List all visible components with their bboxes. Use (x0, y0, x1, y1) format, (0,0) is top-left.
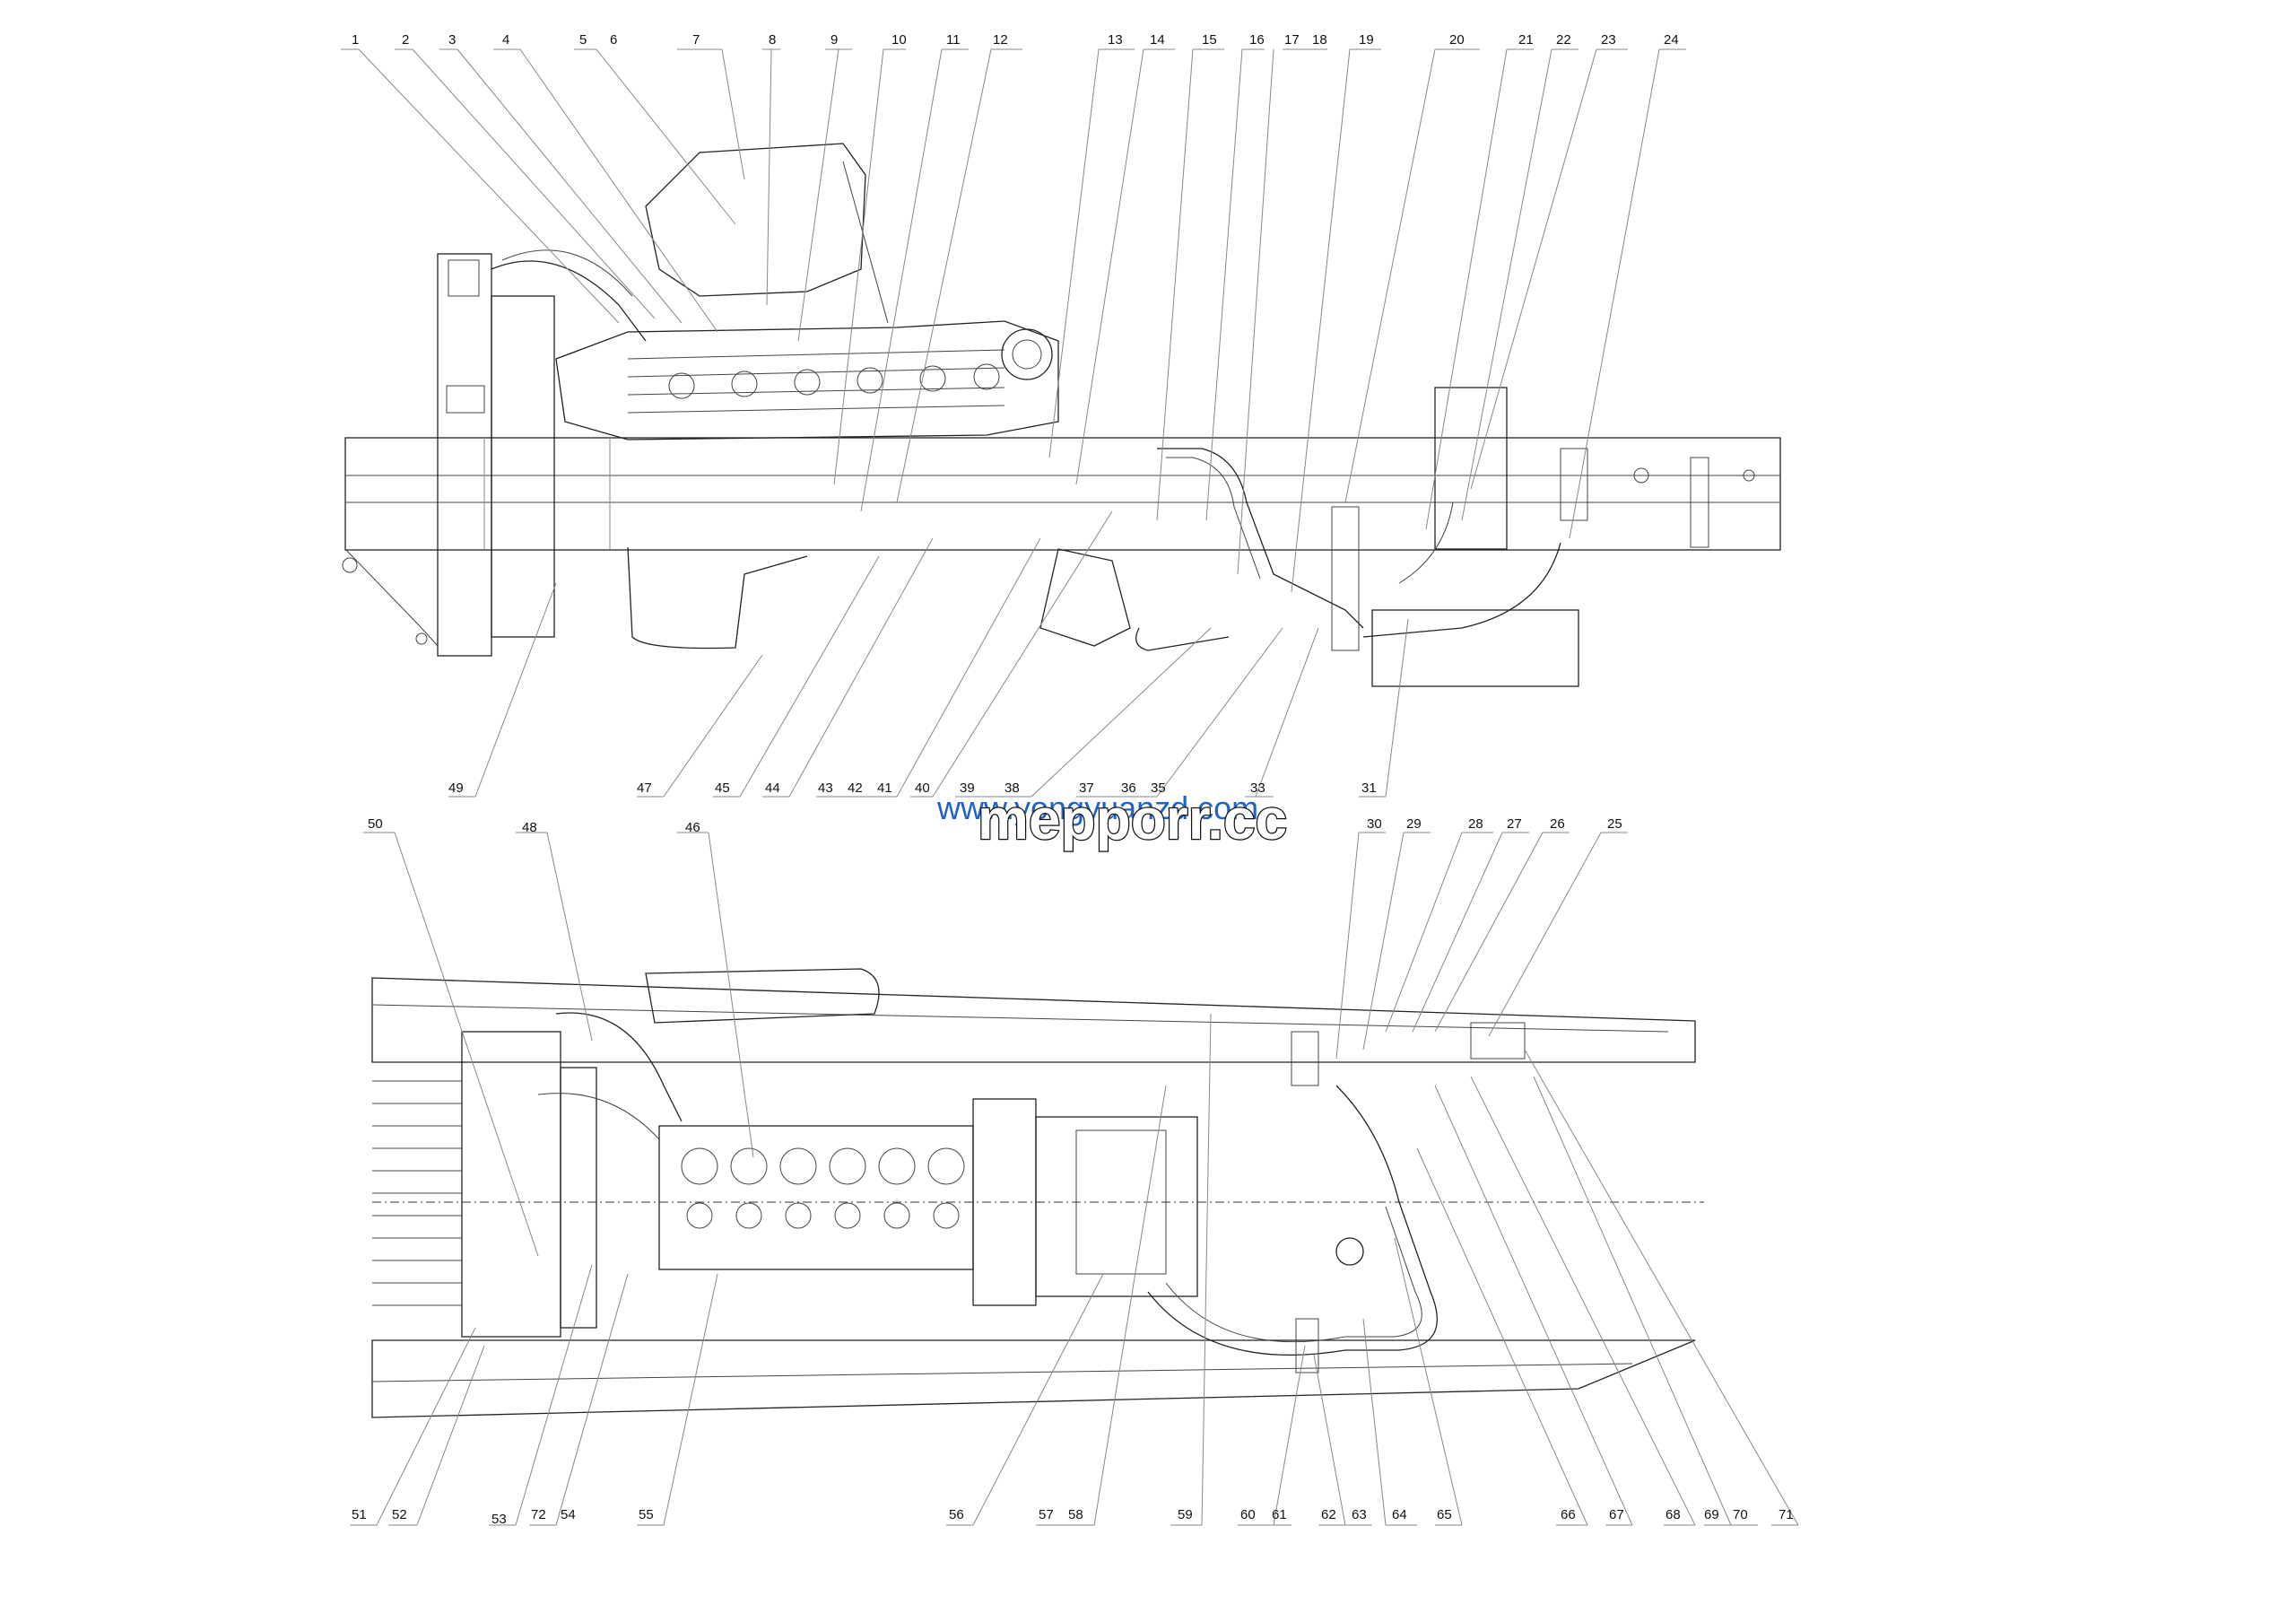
callout-26: 26 (1550, 816, 1565, 832)
callout-31: 31 (1361, 780, 1377, 796)
watermark-text: mepporr.cc (978, 787, 1287, 851)
callout-24: 24 (1664, 32, 1679, 48)
callout-64: 64 (1392, 1507, 1407, 1522)
callout-7: 7 (692, 32, 700, 48)
callout-40: 40 (915, 780, 930, 796)
callout-52: 52 (392, 1507, 407, 1522)
plan-view-drawing (371, 968, 1704, 1418)
callout-33: 33 (1250, 780, 1265, 796)
callout-labels-side-bottom: 49 47 45 44 43 42 41 40 39 38 37 36 35 3… (448, 780, 1377, 796)
callout-57: 57 (1039, 1507, 1054, 1522)
callout-49: 49 (448, 780, 464, 796)
callout-15: 15 (1202, 32, 1217, 48)
callout-45: 45 (715, 780, 730, 796)
callout-4: 4 (502, 32, 509, 48)
callout-56: 56 (949, 1507, 964, 1522)
callout-35: 35 (1151, 780, 1166, 796)
side-view-leaders (341, 48, 1686, 593)
watermark: www.yongyuanzd.com mepporr.cc (936, 786, 1288, 853)
callout-labels-plan-bottom: 51 52 53 72 54 55 56 57 58 59 60 61 62 6… (352, 1507, 1794, 1527)
callout-63: 63 (1352, 1507, 1367, 1522)
callout-46: 46 (685, 820, 700, 835)
callout-67: 67 (1609, 1507, 1624, 1522)
callout-22: 22 (1556, 32, 1571, 48)
callout-6: 6 (610, 32, 617, 48)
callout-14: 14 (1150, 32, 1165, 48)
callout-17: 17 (1284, 32, 1300, 48)
callout-39: 39 (960, 780, 975, 796)
callout-50: 50 (368, 816, 383, 832)
callout-38: 38 (1004, 780, 1020, 796)
callout-18: 18 (1312, 32, 1327, 48)
callout-47: 47 (637, 780, 652, 796)
callout-29: 29 (1406, 816, 1422, 832)
plan-view-leaders (363, 832, 1628, 1257)
plan-view-bottom-leaders (350, 1013, 1799, 1526)
callout-61: 61 (1272, 1507, 1287, 1522)
callout-71: 71 (1779, 1507, 1794, 1522)
callout-55: 55 (639, 1507, 654, 1522)
callout-10: 10 (891, 32, 907, 48)
watermark-url: www.yongyuanzd.com (936, 789, 1258, 826)
callout-19: 19 (1359, 32, 1374, 48)
callout-54: 54 (561, 1507, 576, 1522)
callout-36: 36 (1121, 780, 1136, 796)
callout-65: 65 (1437, 1507, 1452, 1522)
callout-2: 2 (402, 32, 409, 48)
callout-labels-top-row: 1 2 3 4 5 6 7 8 9 10 11 12 13 14 15 16 1… (352, 32, 1679, 48)
callout-43: 43 (818, 780, 833, 796)
callout-20: 20 (1449, 32, 1465, 48)
callout-69: 69 (1704, 1507, 1719, 1522)
callout-48: 48 (522, 820, 537, 835)
callout-9: 9 (831, 32, 838, 48)
callout-59: 59 (1178, 1507, 1193, 1522)
callout-41: 41 (877, 780, 892, 796)
callout-12: 12 (993, 32, 1008, 48)
callout-66: 66 (1561, 1507, 1576, 1522)
callout-37: 37 (1079, 780, 1094, 796)
callout-1: 1 (352, 32, 359, 48)
callout-70: 70 (1733, 1507, 1748, 1522)
callout-44: 44 (765, 780, 780, 796)
callout-25: 25 (1607, 816, 1622, 832)
callout-60: 60 (1240, 1507, 1256, 1522)
callout-42: 42 (848, 780, 863, 796)
callout-8: 8 (769, 32, 776, 48)
side-view-drawing (342, 143, 1781, 687)
callout-51: 51 (352, 1507, 367, 1522)
callout-30: 30 (1367, 816, 1382, 832)
callout-53: 53 (491, 1512, 507, 1527)
callout-23: 23 (1601, 32, 1616, 48)
side-view-bottom-leaders (448, 510, 1409, 798)
callout-3: 3 (448, 32, 456, 48)
callout-58: 58 (1068, 1507, 1083, 1522)
callout-72: 72 (531, 1507, 546, 1522)
callout-28: 28 (1468, 816, 1483, 832)
callout-62: 62 (1321, 1507, 1336, 1522)
callout-11: 11 (946, 32, 961, 48)
callout-5: 5 (579, 32, 587, 48)
callout-21: 21 (1518, 32, 1534, 48)
callout-27: 27 (1507, 816, 1522, 832)
callout-68: 68 (1665, 1507, 1681, 1522)
callout-labels-plan-top: 50 48 46 30 29 28 27 26 25 (368, 816, 1622, 835)
callout-16: 16 (1249, 32, 1265, 48)
callout-13: 13 (1108, 32, 1123, 48)
